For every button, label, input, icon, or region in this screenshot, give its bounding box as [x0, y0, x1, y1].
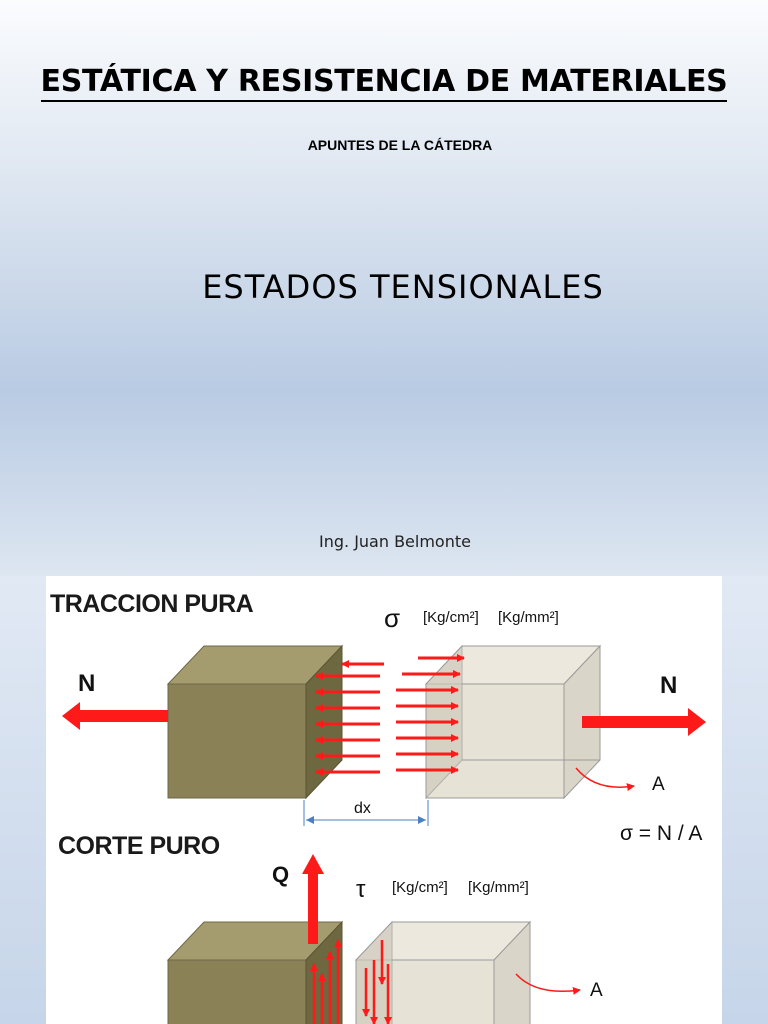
dark-cube-traccion	[166, 644, 344, 800]
tau-symbol: τ	[356, 876, 366, 903]
diagram-panel: TRACCION PURA N N σ [Kg/cm²] [Kg/mm²] dx…	[46, 576, 722, 1024]
corte-heading: CORTE PURO	[58, 832, 220, 860]
area-pointer-corte	[515, 973, 581, 995]
tau-unit-cm: [Kg/cm²]	[392, 879, 448, 896]
stress-arrows-left	[315, 660, 384, 776]
q-label: Q	[272, 862, 290, 887]
stress-arrows-right	[396, 654, 465, 774]
area-pointer-traccion	[575, 767, 635, 792]
traccion-heading: TRACCION PURA	[50, 590, 254, 618]
slide-title: ESTÁTICA Y RESISTENCIA DE MATERIALES	[0, 64, 768, 102]
sigma-unit-cm: [Kg/cm²]	[423, 609, 479, 626]
n-label-left: N	[78, 670, 96, 697]
n-force-arrow-left	[62, 702, 168, 730]
slide-topic: ESTADOS TENSIONALES	[202, 268, 604, 306]
tau-unit-mm: [Kg/mm²]	[468, 879, 529, 896]
title-slide: ESTÁTICA Y RESISTENCIA DE MATERIALES APU…	[0, 0, 768, 576]
slide-author: Ing. Juan Belmonte	[319, 532, 471, 551]
q-force-arrow	[302, 854, 324, 944]
dx-dimension	[303, 800, 429, 826]
area-label-corte: A	[590, 980, 603, 1001]
area-label-traccion: A	[652, 774, 665, 795]
shear-arrows-down	[362, 940, 392, 1024]
stress-formula: σ = N / A	[620, 822, 703, 845]
sigma-symbol: σ	[384, 603, 401, 633]
diagram-slide: TRACCION PURA N N σ [Kg/cm²] [Kg/mm²] dx…	[0, 576, 768, 1024]
n-force-arrow-right	[582, 708, 706, 736]
slide-subtitle: APUNTES DE LA CÁTEDRA	[307, 137, 493, 153]
shear-arrows-up	[310, 939, 342, 1024]
sigma-unit-mm: [Kg/mm²]	[498, 609, 559, 626]
dx-label: dx	[354, 800, 371, 817]
stress-diagram	[62, 644, 706, 1024]
n-label-right: N	[660, 672, 678, 699]
